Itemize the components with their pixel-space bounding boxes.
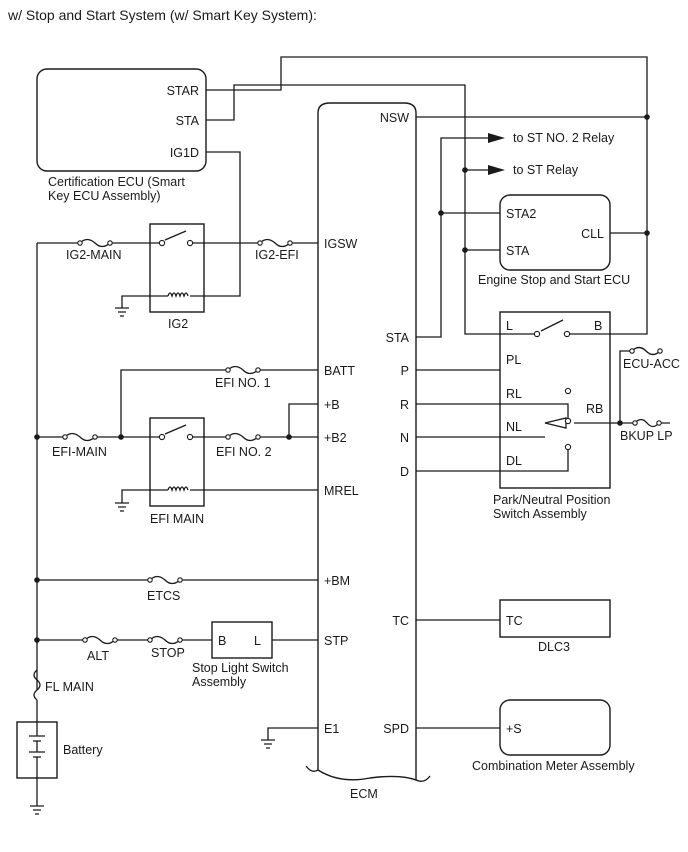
cert-pin-sta: STA bbox=[176, 114, 200, 128]
fuse-ig2-main: IG2-MAIN bbox=[66, 248, 122, 262]
ig2-relay-name: IG2 bbox=[168, 317, 188, 331]
fuse-stop: STOP bbox=[151, 646, 185, 660]
fuse-efi-no1: EFI NO. 1 bbox=[215, 376, 271, 390]
pnp-name-1: Park/Neutral Position bbox=[493, 493, 610, 507]
ig2-relay-box bbox=[149, 223, 205, 313]
ecm-pin-b2: +B2 bbox=[324, 431, 347, 445]
ecm-pin-igsw: IGSW bbox=[324, 237, 358, 251]
ecm-pin-n: N bbox=[400, 431, 409, 445]
es-pin-sta2: STA2 bbox=[506, 207, 536, 221]
pnp-box bbox=[499, 311, 611, 489]
pnp-pin-nl: NL bbox=[506, 420, 522, 434]
cert-pin-ig1d: IG1D bbox=[170, 146, 199, 160]
ecm-box bbox=[317, 102, 417, 782]
meter-box bbox=[499, 699, 611, 756]
ground-symbols bbox=[30, 307, 275, 815]
ecm-pin-sta: STA bbox=[386, 331, 410, 345]
cert-name-2: Key ECU Assembly) bbox=[48, 189, 161, 203]
fuse-ecu-acc: ECU-ACC bbox=[623, 357, 680, 371]
fuse-bkup-lp: BKUP LP bbox=[620, 429, 673, 443]
ecm-pin-spd: SPD bbox=[383, 722, 409, 736]
fuse-ig2-efi: IG2-EFI bbox=[255, 248, 299, 262]
cert-ecu-box bbox=[36, 68, 207, 172]
ecm-pin-mrel: MREL bbox=[324, 484, 359, 498]
stop-sw-box bbox=[211, 621, 273, 659]
fuse-efi-no2: EFI NO. 2 bbox=[216, 445, 272, 459]
fuse-efi-main: EFI-MAIN bbox=[52, 445, 107, 459]
dlc3-name: DLC3 bbox=[538, 640, 570, 654]
pnp-pin-dl: DL bbox=[506, 454, 522, 468]
efi-relay-box bbox=[149, 417, 205, 507]
ecm-pin-e1: E1 bbox=[324, 722, 339, 736]
fuse-etcs: ETCS bbox=[147, 589, 180, 603]
junction-dots bbox=[34, 114, 650, 643]
fuse-symbols bbox=[33, 238, 663, 701]
ecm-pin-bm: +BM bbox=[324, 574, 350, 588]
ecm-pin-r: R bbox=[400, 398, 409, 412]
ecm-pin-batt: BATT bbox=[324, 364, 355, 378]
stop-sw-pin-b: B bbox=[218, 634, 226, 648]
diagram-title: w/ Stop and Start System (w/ Smart Key S… bbox=[7, 7, 317, 23]
es-ecu-box bbox=[499, 194, 611, 271]
cert-name-1: Certification ECU (Smart bbox=[48, 175, 185, 189]
stop-sw-name-1: Stop Light Switch bbox=[192, 661, 289, 675]
battery-name: Battery bbox=[63, 743, 103, 757]
to-st-no2-relay: to ST NO. 2 Relay bbox=[513, 131, 615, 145]
pnp-pin-rl: RL bbox=[506, 387, 522, 401]
ecm-pin-nsw: NSW bbox=[380, 111, 409, 125]
dlc3-pin: TC bbox=[506, 614, 523, 628]
pnp-pin-rb: RB bbox=[586, 402, 603, 416]
cert-pin-star: STAR bbox=[167, 84, 199, 98]
dlc3-box bbox=[499, 599, 611, 638]
es-ecu-name: Engine Stop and Start ECU bbox=[478, 273, 630, 287]
stop-sw-pin-l: L bbox=[254, 634, 261, 648]
to-st-relay: to ST Relay bbox=[513, 163, 579, 177]
pnp-pin-b: B bbox=[594, 319, 602, 333]
stop-sw-name-2: Assembly bbox=[192, 675, 247, 689]
pnp-pin-pl: PL bbox=[506, 353, 521, 367]
es-pin-sta: STA bbox=[506, 244, 530, 258]
pnp-name-2: Switch Assembly bbox=[493, 507, 588, 521]
meter-pin: +S bbox=[506, 722, 522, 736]
meter-name: Combination Meter Assembly bbox=[472, 759, 635, 773]
ecm-name: ECM bbox=[350, 787, 378, 801]
pnp-pin-l: L bbox=[506, 319, 513, 333]
es-pin-cll: CLL bbox=[581, 227, 604, 241]
ecm-pin-stp: STP bbox=[324, 634, 348, 648]
fuse-alt: ALT bbox=[87, 649, 109, 663]
ecm-pin-tc: TC bbox=[392, 614, 409, 628]
ecm-pin-p: P bbox=[401, 364, 409, 378]
ecm-pin-b: +B bbox=[324, 398, 340, 412]
ecm-pin-d: D bbox=[400, 465, 409, 479]
efi-relay-name: EFI MAIN bbox=[150, 512, 204, 526]
fuse-fl-main: FL MAIN bbox=[45, 680, 94, 694]
